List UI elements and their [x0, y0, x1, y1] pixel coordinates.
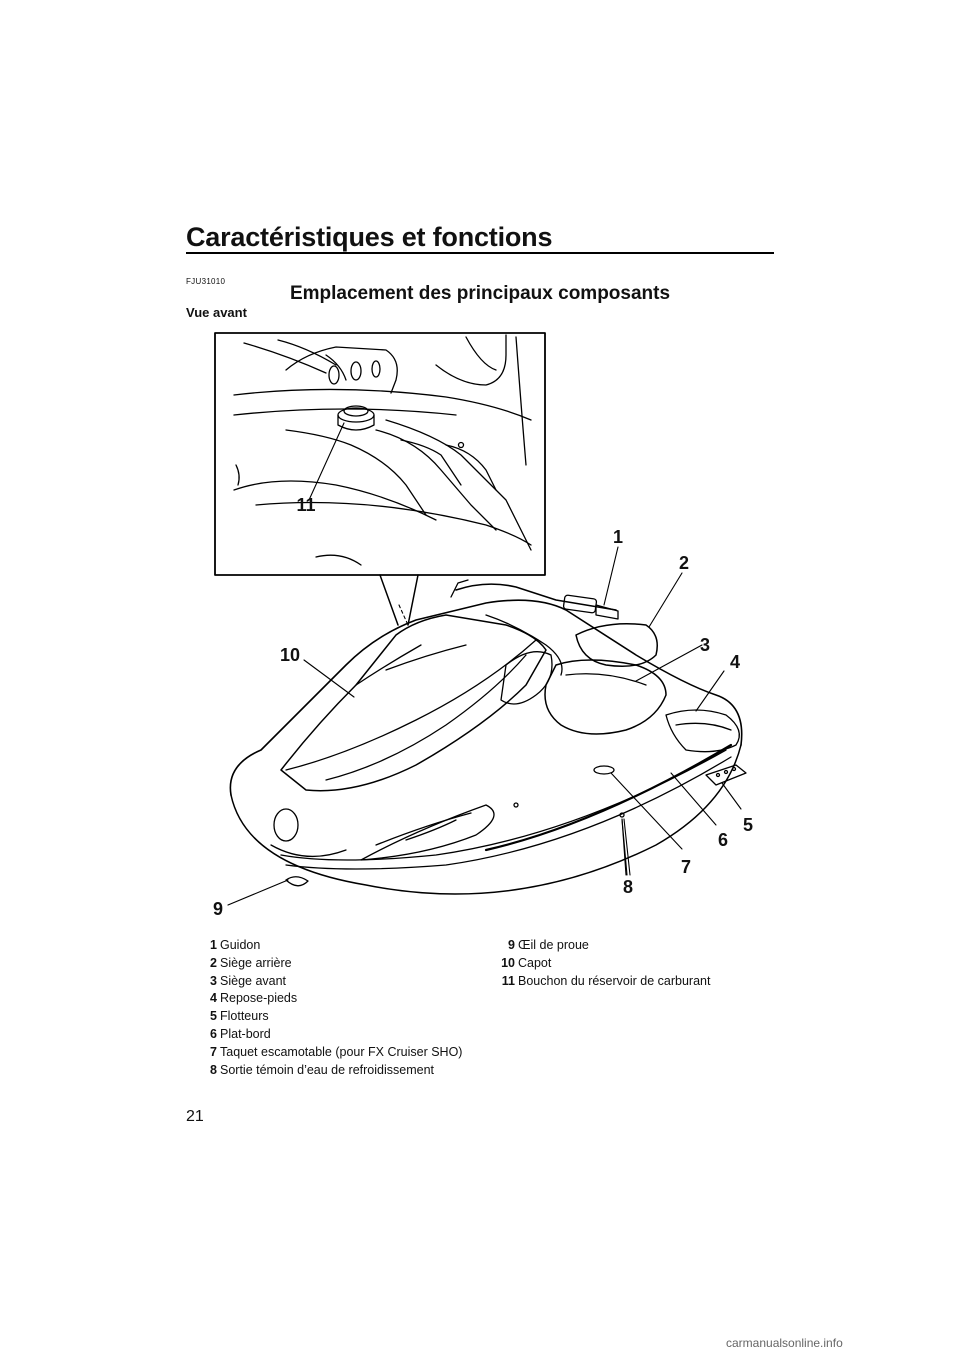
legend-number: 7	[210, 1044, 217, 1059]
legend-number: 11	[501, 973, 515, 988]
legend-number: 4	[210, 991, 217, 1006]
legend-label: Guidon	[220, 938, 261, 952]
legend-label: Siège avant	[220, 973, 287, 988]
callout-6: 6	[717, 830, 729, 850]
callout-7: 7	[680, 857, 692, 877]
jet-ski-front-view-figure: 1 2 3 4 5 6 7 8 9 10 11	[186, 325, 774, 925]
chapter-title: Caractéristiques et fonctions	[186, 222, 553, 252]
callout-11: 11	[296, 495, 316, 515]
callout-10: 10	[279, 645, 301, 665]
legend-number: 5	[210, 1009, 217, 1024]
legend-label: Plat-bord	[220, 1026, 271, 1041]
legend-number: 6	[210, 1026, 217, 1041]
legend-number: 10	[501, 955, 515, 970]
subsection-title: Vue avant	[186, 305, 247, 320]
watermark: carmanualsonline.info	[726, 1336, 843, 1350]
callout-3: 3	[699, 635, 711, 655]
legend-label: Flotteurs	[220, 1009, 269, 1024]
callout-leader-lines	[227, 546, 742, 906]
legend-label: Sortie témoin d’eau de refroidissement	[220, 1062, 435, 1077]
jet-ski-body	[229, 579, 747, 895]
section-title: Emplacement des principaux composants	[289, 283, 671, 304]
callout-9: 9	[212, 899, 224, 919]
legend-label: Taquet escamotable (pour FX Cruiser SHO)	[220, 1044, 463, 1059]
reference-code: FJU31010	[186, 277, 226, 286]
jet-ski-illustration	[214, 332, 747, 906]
legend-number: 8	[210, 1062, 217, 1077]
page-number: 21	[186, 1108, 204, 1125]
chapter-rule	[186, 252, 774, 254]
legend-label: Bouchon du réservoir de carburant	[518, 973, 711, 988]
inset-detail-view	[214, 332, 546, 626]
legend-label: Capot	[518, 955, 552, 970]
callout-5: 5	[742, 815, 754, 835]
legend-number: 1	[210, 938, 217, 952]
legend-number: 3	[210, 973, 217, 988]
callout-8: 8	[622, 877, 634, 897]
legend-label: Œil de proue	[518, 938, 589, 952]
legend-number: 2	[210, 955, 217, 970]
callout-1: 1	[612, 527, 624, 547]
callout-4: 4	[729, 652, 741, 672]
legend-number: 9	[508, 938, 515, 952]
legend-label: Siège arrière	[220, 955, 292, 970]
legend-label: Repose-pieds	[220, 991, 298, 1006]
callout-2: 2	[678, 553, 690, 573]
